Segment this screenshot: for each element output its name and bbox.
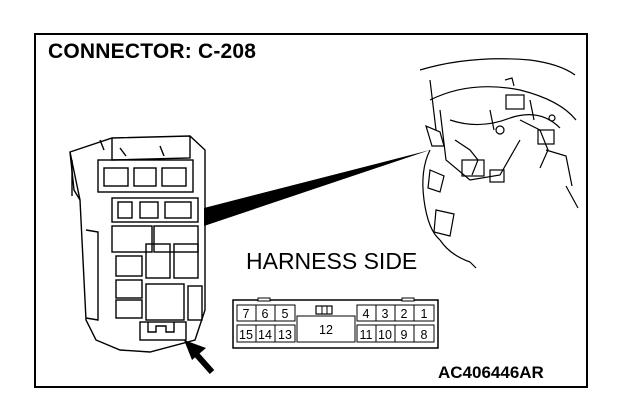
pin-3: 3 — [382, 307, 389, 321]
pin-8: 8 — [421, 328, 428, 342]
connector-title: CONNECTOR: C-208 — [48, 40, 257, 63]
pin-7: 7 — [243, 307, 250, 321]
pin-6: 6 — [262, 307, 269, 321]
pin-13: 13 — [278, 328, 292, 342]
pin-15: 15 — [239, 328, 253, 342]
connector-arrow-icon — [184, 340, 215, 374]
pin-9: 9 — [401, 328, 408, 342]
pin-block-center: 12 — [296, 315, 356, 343]
diagram-frame — [34, 33, 588, 388]
pin-2: 2 — [401, 307, 408, 321]
figure-code: AC406446AR — [438, 363, 544, 382]
pin-block-right: 4 3 2 1 11 10 9 8 — [356, 304, 435, 343]
harness-side-label: HARNESS SIDE — [246, 248, 418, 274]
pin-5: 5 — [282, 307, 289, 321]
pin-4: 4 — [363, 307, 370, 321]
pin-11: 11 — [360, 328, 373, 342]
connector-pinout: 7 6 5 15 14 13 12 4 3 2 1 11 10 — [232, 297, 439, 349]
pin-12: 12 — [319, 323, 333, 337]
junction-block-drawing — [69, 135, 206, 353]
pin-block-left: 7 6 5 15 14 13 — [236, 304, 296, 343]
pin-14: 14 — [258, 328, 272, 342]
location-pointer-wedge — [204, 150, 430, 226]
pin-1: 1 — [421, 307, 428, 321]
vehicle-harness-drawing — [419, 58, 579, 269]
pin-10: 10 — [378, 328, 392, 342]
